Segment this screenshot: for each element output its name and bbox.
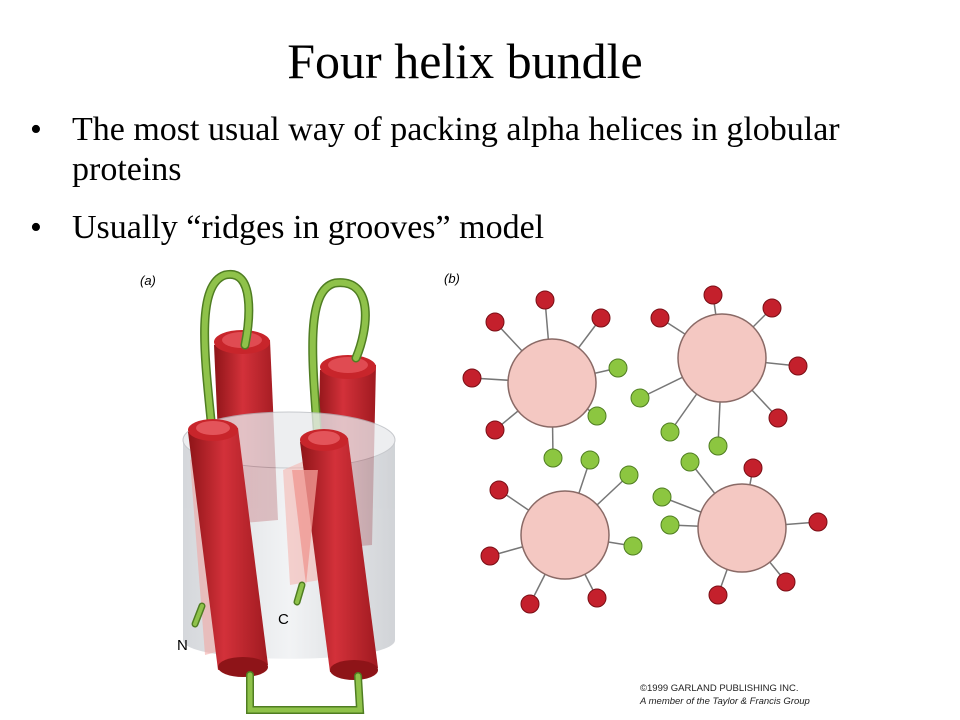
panel-a-bundle-drawing: N C	[177, 269, 396, 714]
n-terminus-label: N	[177, 637, 188, 654]
bullet-list: • The most usual way of packing alpha he…	[30, 110, 930, 266]
publisher-line: A member of the Taylor & Francis Group	[640, 696, 810, 707]
green-side-chains	[543, 358, 728, 556]
c-terminus-label: C	[278, 611, 289, 628]
bullet-marker: •	[30, 111, 42, 148]
slide-title: Four helix bundle	[287, 33, 643, 89]
bullet-item: • Usually “ridges in grooves” model	[30, 208, 930, 248]
helix-disc-4	[697, 483, 787, 573]
panel-b-cross-section	[462, 285, 828, 614]
panel-b-label: (b)	[444, 271, 460, 286]
helix-disc-3	[520, 490, 610, 580]
panel-a-label: (a)	[140, 273, 156, 288]
front-helix-right	[300, 429, 378, 680]
helix-discs	[507, 313, 787, 580]
front-helix-left	[188, 419, 268, 677]
top-loops	[200, 269, 370, 445]
helix-disc-1	[507, 338, 597, 428]
copyright-notice: ©1999 GARLAND PUBLISHING INC. A member o…	[640, 682, 940, 708]
bullet-text: The most usual way of packing alpha heli…	[72, 111, 840, 188]
cone-surface	[292, 470, 318, 585]
red-side-chains	[462, 285, 828, 614]
bullet-text: Usually “ridges in grooves” model	[72, 209, 545, 246]
bullet-marker: •	[30, 209, 42, 246]
copyright-line: ©1999 GARLAND PUBLISHING INC.	[640, 683, 799, 694]
bullet-item: • The most usual way of packing alpha he…	[30, 110, 930, 190]
bottom-loop	[191, 581, 365, 714]
helix-disc-2	[677, 313, 767, 403]
